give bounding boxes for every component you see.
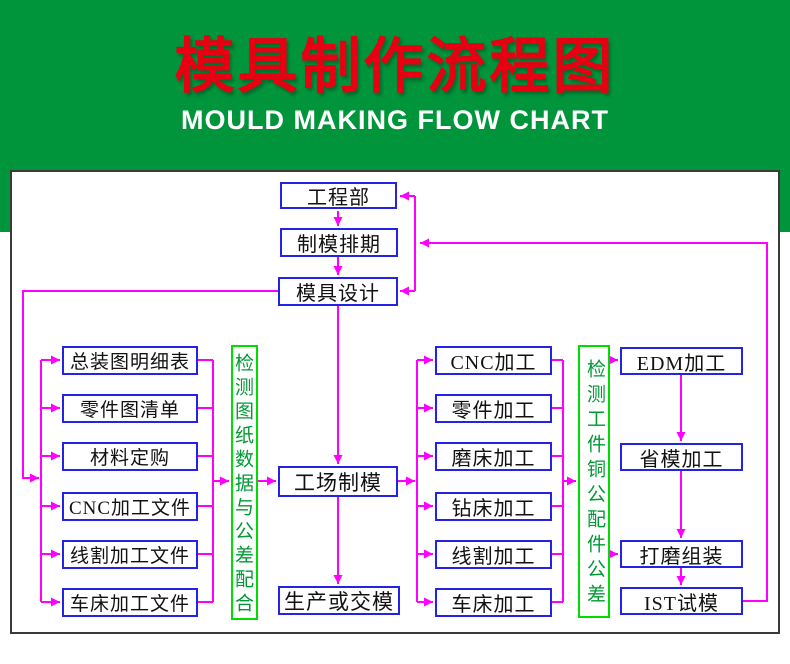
node-grind-assembly: 打磨组装 <box>620 540 743 568</box>
node-mould-schedule: 制模排期 <box>280 228 398 257</box>
node-mould-design: 模具设计 <box>278 277 398 306</box>
node-wirecut-machining: 线割加工 <box>435 540 552 569</box>
node-engineering-dept: 工程部 <box>280 182 397 209</box>
node-cnc-file: CNC加工文件 <box>62 492 198 521</box>
node-assembly-drawing-list: 总装图明细表 <box>62 346 198 375</box>
node-edm-machining: EDM加工 <box>620 347 743 375</box>
node-mould-polish-machining: 省模加工 <box>620 443 743 471</box>
node-wirecut-file: 线割加工文件 <box>62 540 198 569</box>
node-lathe-file: 车床加工文件 <box>62 588 198 617</box>
node-factory-moulding: 工场制模 <box>278 466 398 497</box>
check-strip-workpieces: 检测工件铜公配件公差 <box>578 345 610 618</box>
node-cnc-machining: CNC加工 <box>435 346 552 375</box>
node-production-delivery: 生产或交模 <box>278 586 400 615</box>
node-drilling-machining: 钻床加工 <box>435 492 552 521</box>
node-part-machining: 零件加工 <box>435 394 552 423</box>
page-title: 模具制作流程图 <box>174 32 616 102</box>
node-lathe-machining: 车床加工 <box>435 588 552 617</box>
page-subtitle: MOULD MAKING FLOW CHART <box>181 105 609 135</box>
check-strip-drawings: 检测图纸数据与公差配合 <box>231 345 258 620</box>
node-material-purchase: 材料定购 <box>62 442 198 471</box>
node-grinding-machining: 磨床加工 <box>435 442 552 471</box>
node-part-drawing-list: 零件图清单 <box>62 394 198 423</box>
node-ist-trial: IST试模 <box>620 587 743 615</box>
